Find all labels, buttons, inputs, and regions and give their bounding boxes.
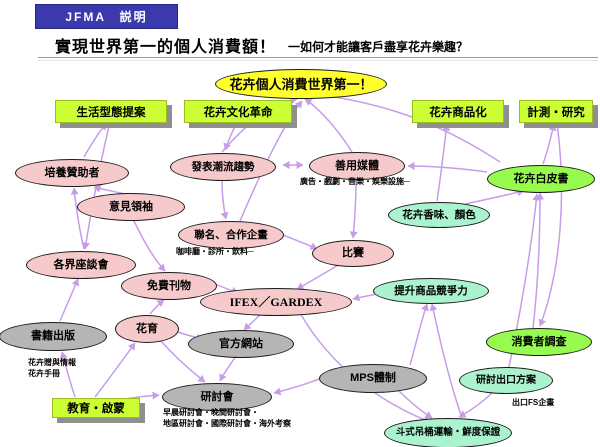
books-note-line2: 花卉手冊 bbox=[28, 368, 60, 378]
node-media: 善用媒體 bbox=[309, 152, 405, 180]
node-trend: 發表潮流趨勢 bbox=[170, 153, 276, 181]
category-product: 花卉商品化 bbox=[412, 100, 504, 123]
node-transport: 斗式吊桶運輸・鮮度保證 bbox=[384, 418, 512, 447]
category-research: 計測・研究 bbox=[519, 100, 593, 123]
node-contest: 比賽 bbox=[312, 240, 394, 267]
header-badge: JFMA 説明 bbox=[35, 4, 178, 29]
node-book-publishing: 書籍出版 bbox=[0, 322, 107, 351]
export-note: 出口FS企畫 bbox=[512, 398, 555, 407]
node-sponsor: 培養贊助者 bbox=[15, 159, 129, 187]
title-divider bbox=[38, 57, 598, 61]
node-free-paper: 免費刊物 bbox=[121, 272, 217, 300]
node-mps-system: MPS體制 bbox=[319, 364, 427, 393]
seminar-note-line1: 早晨研討會・晚間研討會・ bbox=[163, 408, 259, 417]
category-lifestyle: 生活型態提案 bbox=[55, 100, 167, 123]
category-education: 教育・啟蒙 bbox=[52, 398, 140, 418]
page-subtitle: 一如何才能讓客戶盡享花卉樂趣？ bbox=[288, 40, 469, 54]
node-opinion-leader: 意見領袖 bbox=[77, 193, 185, 221]
node-consumer-survey: 消費者調查 bbox=[486, 328, 592, 356]
seminar-note: 早晨研討會・晚間研討會・ 地區研討會・國際研討會・海外考察 bbox=[163, 408, 291, 430]
node-scent-color: 花卉香味、顏色 bbox=[388, 202, 490, 228]
node-seminar: 研討會 bbox=[162, 383, 272, 411]
collab-sub-note: 咖啡廳・診所・飲料─ bbox=[176, 247, 254, 256]
media-sub-note: 廣告・戲劇・音樂・娛樂設施─ bbox=[300, 177, 410, 186]
node-forum: 各界座談會 bbox=[26, 251, 136, 279]
node-whitepaper: 花卉白皮書 bbox=[487, 165, 595, 193]
node-hanaiku: 花育 bbox=[115, 315, 179, 343]
node-goal: 花卉個人消費世界第一！ bbox=[215, 69, 387, 99]
page-title: 實現世界第一的個人消費額！ bbox=[55, 39, 277, 56]
node-collab: 聯名、合作企畫 bbox=[178, 221, 284, 249]
seminar-note-line2: 地區研討會・國際研討會・海外考察 bbox=[163, 418, 291, 428]
books-note-line1: 花卉贈與情報 bbox=[28, 358, 76, 367]
node-export-plan: 研討出口方案 bbox=[459, 367, 553, 394]
node-official-website: 官方網站 bbox=[188, 330, 294, 358]
node-competitiveness: 提升商品競爭力 bbox=[373, 278, 489, 304]
node-ifex-gardex: IFEX／GARDEX bbox=[200, 288, 352, 316]
category-culture: 花卉文化革命 bbox=[184, 100, 292, 123]
books-note: 花卉贈與情報 花卉手冊 bbox=[28, 358, 76, 380]
